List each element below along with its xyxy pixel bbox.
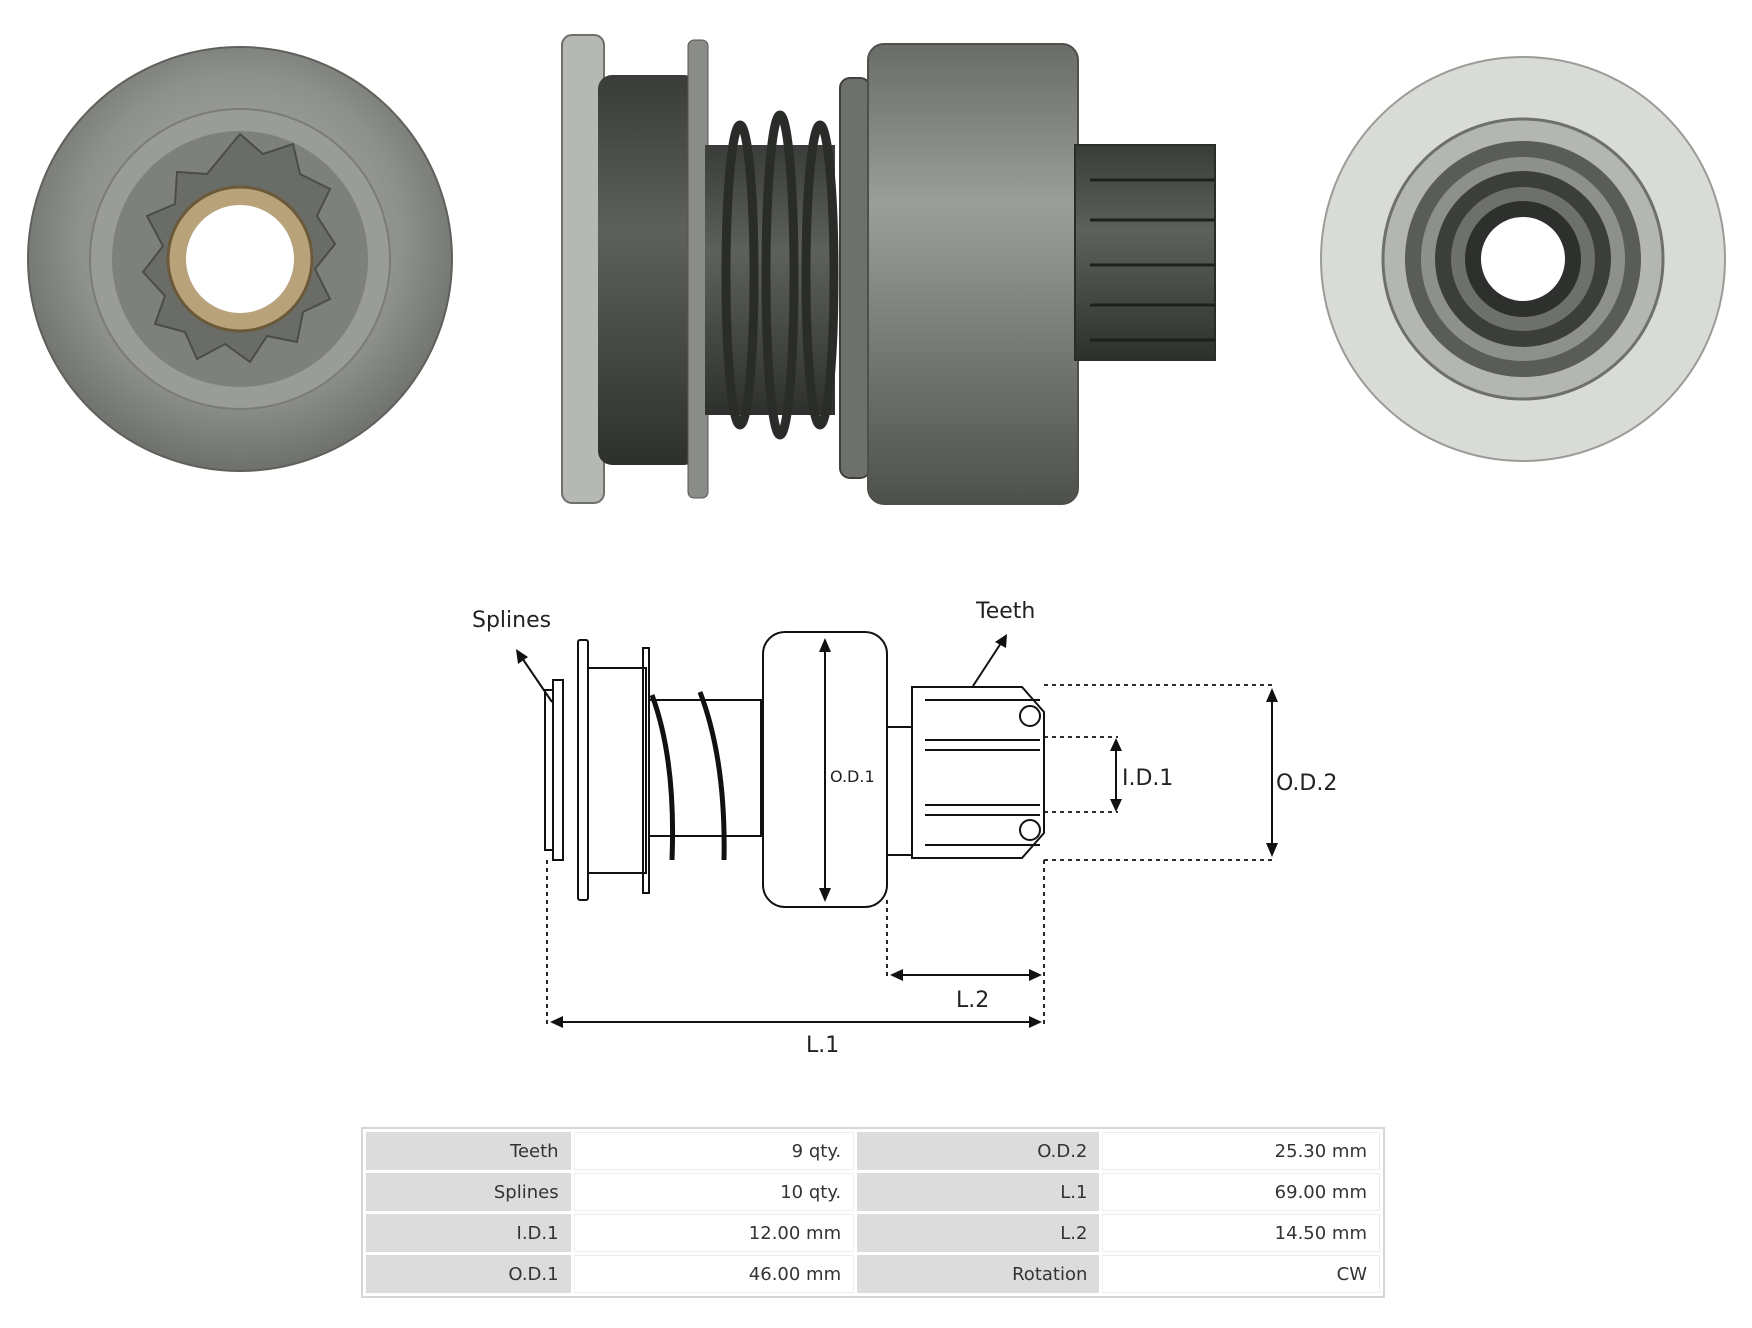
spec-value: 69.00 mm bbox=[1102, 1173, 1380, 1211]
table-row: Teeth 9 qty. O.D.2 25.30 mm bbox=[366, 1132, 1380, 1170]
spec-key: I.D.1 bbox=[366, 1214, 571, 1252]
spec-value: 46.00 mm bbox=[573, 1255, 855, 1293]
label-od2: O.D.2 bbox=[1276, 771, 1337, 796]
drive-side-view-photo bbox=[561, 34, 1216, 505]
spec-value: 9 qty. bbox=[573, 1132, 855, 1170]
spec-value: CW bbox=[1102, 1255, 1380, 1293]
spec-value: 25.30 mm bbox=[1102, 1132, 1380, 1170]
spec-value: 10 qty. bbox=[573, 1173, 855, 1211]
spec-value: 12.00 mm bbox=[573, 1214, 855, 1252]
table-row: Splines 10 qty. L.1 69.00 mm bbox=[366, 1173, 1380, 1211]
pinion-front-view-photo bbox=[27, 46, 453, 472]
label-id1: I.D.1 bbox=[1122, 766, 1173, 791]
table-row: O.D.1 46.00 mm Rotation CW bbox=[366, 1255, 1380, 1293]
spec-key: Teeth bbox=[366, 1132, 571, 1170]
label-teeth: Teeth bbox=[975, 599, 1035, 624]
spec-key: Splines bbox=[366, 1173, 571, 1211]
spec-key: O.D.2 bbox=[857, 1132, 1100, 1170]
drive-rear-view-photo bbox=[1320, 56, 1726, 462]
label-splines: Splines bbox=[472, 608, 551, 633]
label-od1: O.D.1 bbox=[830, 767, 875, 786]
spec-key: O.D.1 bbox=[366, 1255, 571, 1293]
spec-value: 14.50 mm bbox=[1102, 1214, 1380, 1252]
spec-key: L.2 bbox=[857, 1214, 1100, 1252]
spec-key: L.1 bbox=[857, 1173, 1100, 1211]
table-row: I.D.1 12.00 mm L.2 14.50 mm bbox=[366, 1214, 1380, 1252]
specifications-table: Teeth 9 qty. O.D.2 25.30 mm Splines 10 q… bbox=[361, 1127, 1385, 1298]
label-l1: L.1 bbox=[806, 1033, 839, 1058]
label-l2: L.2 bbox=[956, 988, 989, 1013]
spec-key: Rotation bbox=[857, 1255, 1100, 1293]
